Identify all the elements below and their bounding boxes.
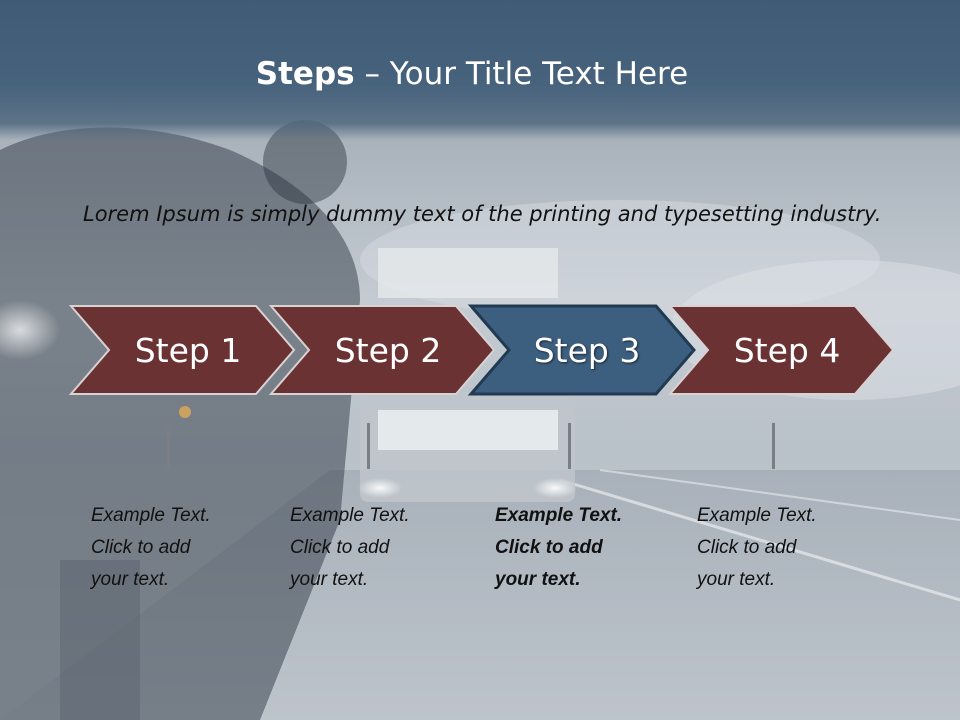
slide-title: Steps – Your Title Text Here — [0, 54, 944, 94]
step-3-chevron[interactable] — [467, 304, 696, 396]
step-1-chevron[interactable] — [68, 305, 296, 395]
step-4-label[interactable]: Step 4 — [733, 331, 841, 370]
title-bold: Steps — [255, 56, 355, 92]
step-1-label[interactable]: Step 1 — [134, 331, 242, 370]
step-1-text[interactable]: Example Text. Click to add your text. — [91, 505, 211, 590]
step-4-text[interactable]: Example Text. Click to add your text. — [697, 505, 817, 590]
step-1-connector — [167, 423, 170, 469]
step-3-text[interactable]: Example Text. Click to add your text. — [495, 505, 623, 590]
title-rest: – Your Title Text Here — [354, 56, 689, 92]
step-2-connector — [367, 423, 370, 469]
step-4-chevron[interactable] — [667, 305, 895, 395]
step-2-label[interactable]: Step 2 — [334, 331, 442, 370]
step-2-text[interactable]: Example Text. Click to add your text. — [290, 505, 410, 590]
step-3-label[interactable]: Step 3 — [533, 331, 641, 370]
intro-text: Lorem Ipsum is simply dummy text of the … — [83, 202, 882, 226]
step-2-chevron[interactable] — [268, 305, 496, 395]
step-4-connector — [772, 423, 775, 469]
header-band — [0, 0, 960, 140]
step-3-connector — [568, 423, 571, 469]
